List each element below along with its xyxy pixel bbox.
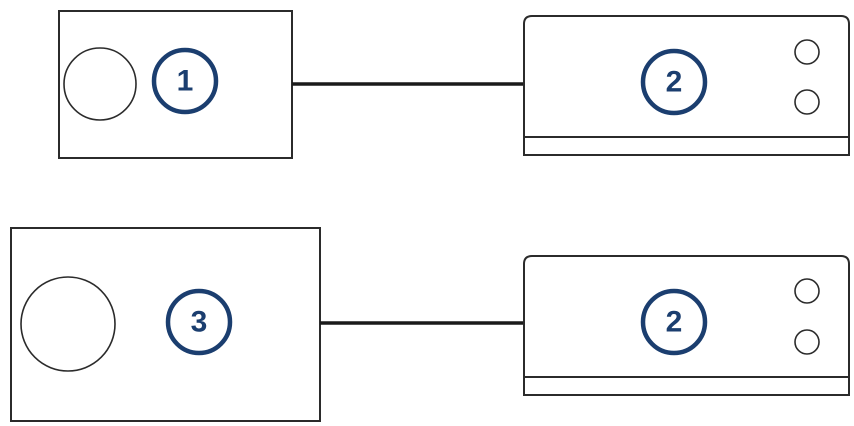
callout-2-bottom: 2	[640, 288, 708, 356]
hub-device-top-port-upper	[794, 39, 820, 65]
callout-2-top: 2	[640, 48, 708, 116]
device-1: 1	[58, 10, 293, 159]
device-3-round-face	[20, 276, 116, 372]
device-3: 3	[10, 227, 321, 422]
callout-3-label: 3	[191, 306, 208, 339]
hub-device-bottom: 2	[523, 255, 850, 396]
hub-device-bottom-port-lower	[794, 329, 820, 355]
hub-device-top: 2	[523, 15, 850, 156]
callout-2-bottom-label: 2	[666, 306, 683, 339]
device-1-round-face	[63, 47, 137, 121]
callout-1-ring	[151, 47, 219, 115]
callout-2-bottom-ring	[640, 288, 708, 356]
callout-1: 1	[151, 47, 219, 115]
hub-device-bottom-port-upper	[794, 278, 820, 304]
callout-3-ring	[165, 288, 233, 356]
callout-3: 3	[165, 288, 233, 356]
callout-2-top-ring	[640, 48, 708, 116]
callout-2-top-label: 2	[666, 66, 683, 99]
callout-1-label: 1	[177, 65, 194, 98]
hub-device-top-port-lower	[794, 89, 820, 115]
